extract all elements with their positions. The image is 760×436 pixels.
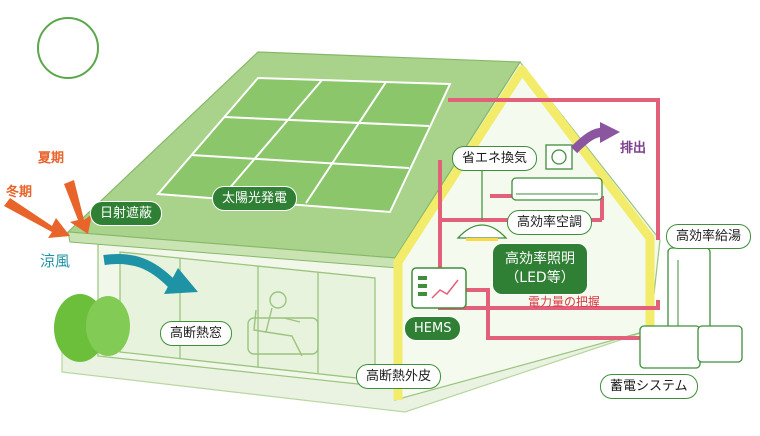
- solar-panel: [155, 76, 452, 214]
- power-monitor-label: 電力量の把握: [528, 295, 601, 309]
- sun-icon: [37, 17, 99, 79]
- water-heater-label: 高効率給湯: [666, 224, 752, 249]
- ventilation-fan-icon: [545, 144, 573, 170]
- pendant-lamp-icon: [456, 170, 508, 241]
- air-conditioner-icon: [511, 177, 603, 201]
- winter-label: 冬期: [6, 185, 33, 200]
- cool-breeze-label: 涼風: [40, 252, 71, 270]
- lighting-label-line2: （LED等）: [505, 270, 575, 286]
- hems-monitor-icon: [411, 267, 467, 309]
- insulated-envelope: [393, 65, 655, 400]
- exhaust-label: 排出: [620, 141, 647, 156]
- window-label: 高断熱窓: [160, 321, 233, 346]
- cool-breeze-arrowhead: [164, 268, 198, 294]
- storage-label: 蓄電システム: [600, 374, 698, 399]
- exhaust-arrow: [570, 127, 605, 154]
- sunshade-label: 日射遮蔽: [90, 201, 163, 226]
- cool-breeze-arrow: [103, 254, 176, 288]
- water-heater-icon: [667, 247, 711, 337]
- storage-battery-icon: [639, 325, 743, 369]
- tree-icon: [54, 294, 130, 362]
- lighting-label-line1: 高効率照明: [505, 251, 575, 267]
- exhaust-arrowhead: [600, 122, 620, 143]
- solar-power-label: 太陽光発電: [212, 186, 298, 211]
- winter-sun-arrow: [4, 198, 70, 238]
- lighting-label: 高効率照明 （LED等）: [492, 243, 588, 295]
- aircon-label: 高効率空調: [507, 210, 593, 235]
- hems-label: HEMS: [404, 316, 462, 341]
- summer-label: 夏期: [38, 151, 65, 166]
- summer-sun-arrow: [64, 180, 92, 234]
- person-icon: [247, 291, 319, 357]
- ventilation-label: 省エネ換気: [452, 146, 538, 171]
- envelope-label: 高断熱外皮: [356, 364, 442, 389]
